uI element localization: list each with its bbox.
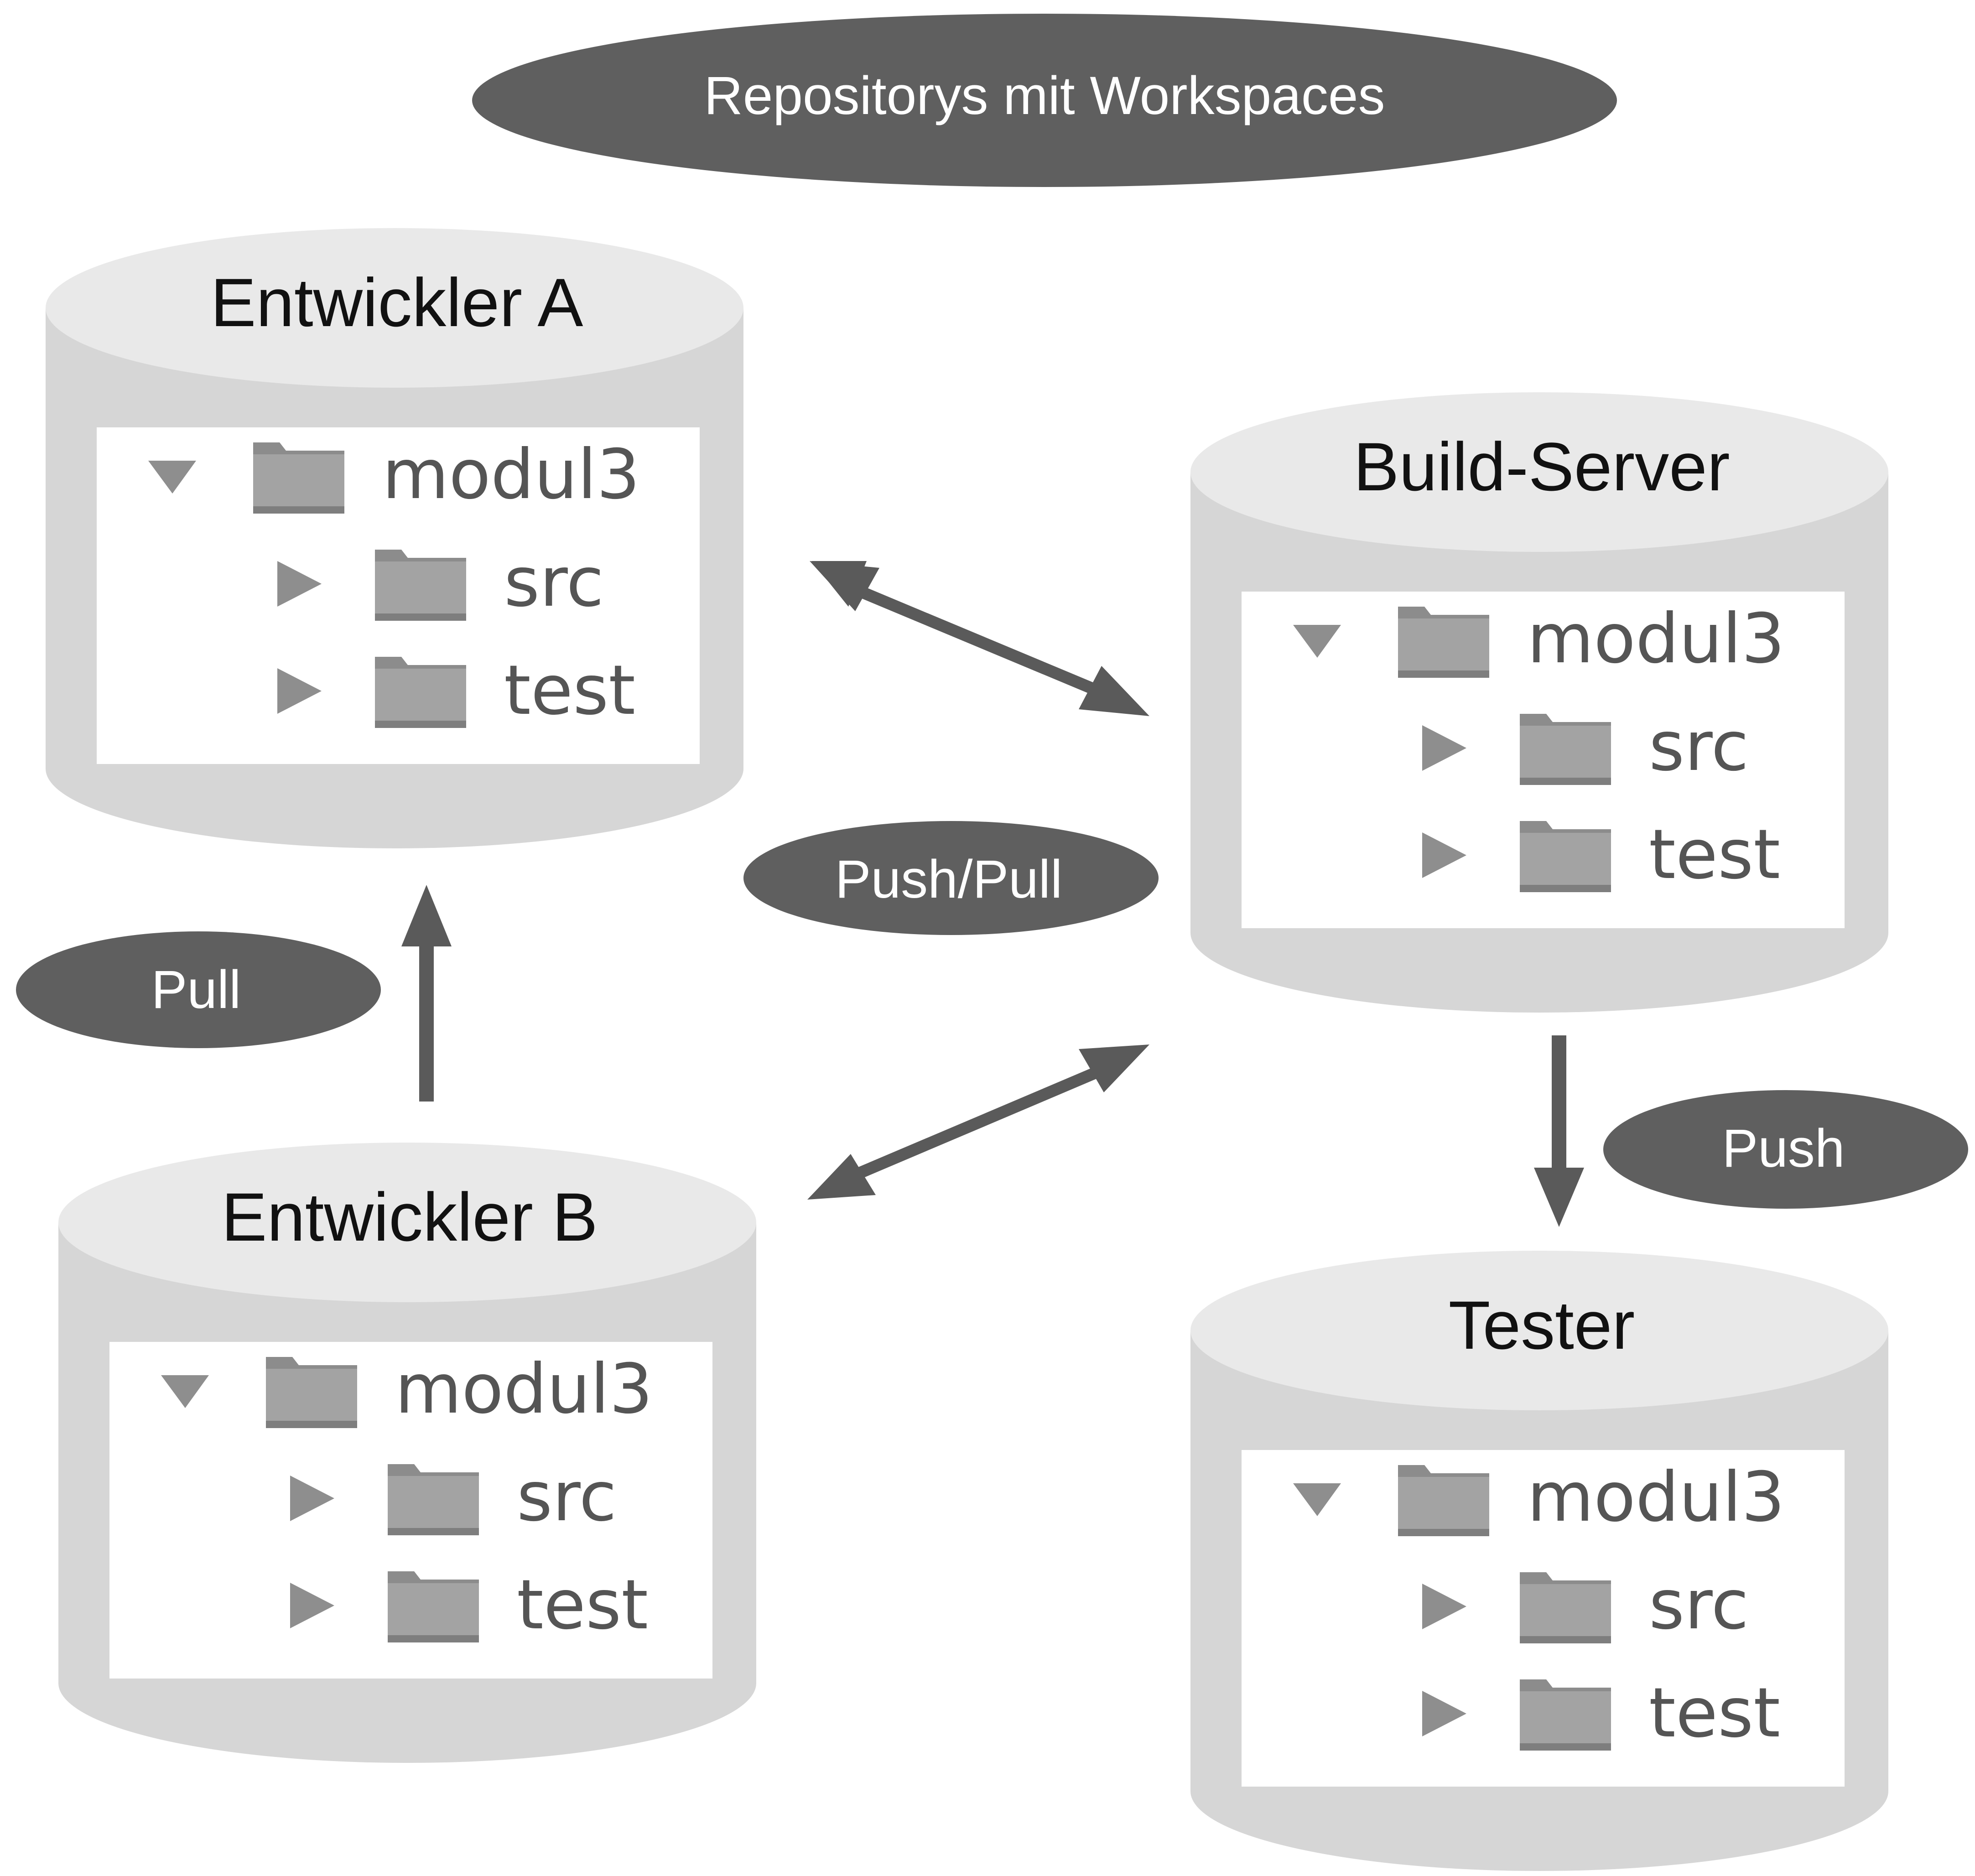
collapsed-triangle-icon[interactable] [290,1476,334,1521]
tree-label: src [517,1457,617,1537]
push-pull-label: Push/Pull [835,849,1063,909]
repository-tester: Tester modul3 src test [1190,1251,1888,1871]
double-arrow-icon [810,561,1149,716]
folder-icon [253,442,344,514]
pull-label-bubble: Pull [16,931,381,1048]
title-bubble: Repositorys mit Workspaces [472,14,1617,187]
collapsed-triangle-icon[interactable] [277,561,322,607]
tree-label: src [504,543,604,622]
tree-label: test [1649,1673,1780,1753]
arrow-icon [1534,1035,1584,1227]
folder-icon [388,1464,479,1535]
expand-triangle-icon[interactable] [1293,1483,1341,1516]
repository-name: Tester [1449,1287,1635,1363]
folder-icon [1398,607,1489,678]
pull-label: Pull [151,960,241,1020]
expand-triangle-icon[interactable] [1293,625,1341,658]
tree-row-src[interactable]: src [1422,707,1749,786]
folder-icon [1520,821,1611,892]
tree-label: test [504,651,635,730]
collapsed-triangle-icon[interactable] [290,1583,334,1628]
tree-row-test[interactable]: test [290,1565,648,1645]
tree-row-test[interactable]: test [1422,1673,1780,1753]
expand-triangle-icon[interactable] [161,1375,209,1408]
collapsed-triangle-icon[interactable] [1422,832,1466,878]
arrow-icon [401,885,452,1102]
repository-entwickler-b: Entwickler B modul3 src test [58,1143,756,1763]
expand-triangle-icon[interactable] [148,461,196,494]
tree-row-root[interactable]: modul3 [1293,1458,1785,1537]
folder-icon [1520,1572,1611,1643]
tree-label: test [517,1565,648,1645]
folder-icon [388,1571,479,1642]
tree-row-src[interactable]: src [277,543,604,622]
tree-label: src [1649,1565,1749,1645]
repository-name: Entwickler B [221,1179,598,1255]
tree-label: modul3 [382,435,640,514]
tree-row-root[interactable]: modul3 [161,1350,653,1429]
tree-row-root[interactable]: modul3 [1293,599,1785,679]
tree-label: test [1649,815,1780,894]
tree-label: src [1649,707,1749,786]
collapsed-triangle-icon[interactable] [1422,1584,1466,1629]
repository-entwickler-a: Entwickler A modul3 src test [46,228,743,848]
collapsed-triangle-icon[interactable] [1422,725,1466,771]
tree-label: modul3 [395,1350,653,1429]
double-arrow-icon [807,1045,1149,1200]
folder-icon [1398,1465,1489,1536]
collapsed-triangle-icon[interactable] [277,668,322,714]
repository-build-server: Build-Server modul3 src test [1190,392,1888,1013]
tree-row-src[interactable]: src [1422,1565,1749,1645]
push-label: Push [1722,1118,1845,1179]
collapsed-triangle-icon[interactable] [1422,1691,1466,1736]
folder-icon [375,550,466,621]
folder-icon [1520,714,1611,785]
folder-icon [375,657,466,728]
repository-name: Build-Server [1353,428,1730,505]
folder-icon [1520,1679,1611,1751]
folder-icon [266,1357,357,1428]
tree-label: modul3 [1527,1458,1785,1537]
tree-label: modul3 [1527,599,1785,679]
push-pull-label-bubble: Push/Pull [743,821,1159,935]
tree-row-root[interactable]: modul3 [148,435,640,514]
push-label-bubble: Push [1603,1090,1968,1209]
tree-row-test[interactable]: test [1422,815,1780,894]
title-text: Repositorys mit Workspaces [704,66,1385,126]
repository-name: Entwickler A [211,264,583,341]
tree-row-test[interactable]: test [277,651,635,730]
tree-row-src[interactable]: src [290,1457,617,1537]
